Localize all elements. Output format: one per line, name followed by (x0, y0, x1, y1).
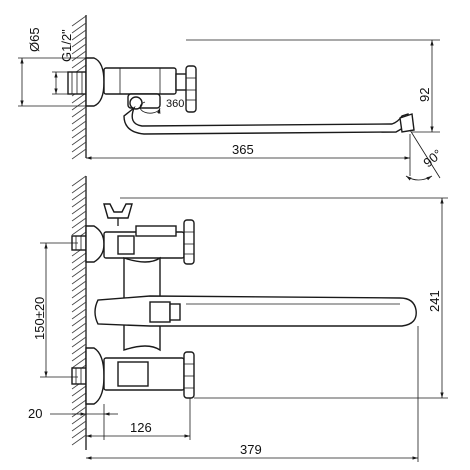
shower-holder (103, 203, 133, 226)
spout-top (123, 105, 411, 135)
wall-hatch-line (71, 329, 87, 341)
wall-hatch-line (71, 127, 87, 139)
spacing-label: 150±20 (32, 297, 47, 340)
wall-hatch-line (71, 399, 87, 411)
wall-hatch-line (71, 259, 87, 271)
wall-hatch-line (71, 266, 87, 278)
wall-hatch-line (71, 406, 87, 418)
wall-hatch-line (71, 224, 87, 236)
wall-hatch-line (71, 148, 87, 160)
wall-hatch-line (71, 315, 87, 327)
wall-hatch-line (71, 50, 87, 62)
wall-hatch-line (71, 141, 87, 153)
wall-hatch-line (71, 22, 87, 34)
wall-hatch-line (71, 43, 87, 55)
wall-hatch-line (71, 322, 87, 334)
wall-hatch-line (71, 392, 87, 404)
wall-hatch-line (71, 350, 87, 362)
wall-hatch-line (71, 434, 87, 446)
wall-hatch-line (71, 196, 87, 208)
wall-hatch-line (71, 301, 87, 313)
front-view: 150±20 241 20 126 379 (28, 175, 448, 462)
aerator-top (399, 113, 415, 133)
wall-hatch-line (71, 343, 87, 355)
wall-hatch-line (71, 182, 87, 194)
wall-hatch-line (71, 106, 87, 118)
wall-hatch-line (71, 273, 87, 285)
wall-hatch-line (71, 29, 87, 41)
wall-hatch-line (71, 420, 87, 432)
wall-hatch-line (71, 385, 87, 397)
wall-hatch-line (71, 336, 87, 348)
wall-hatch-line (71, 120, 87, 132)
handle-wheel-top (185, 65, 197, 113)
wall-hatch-line (71, 36, 87, 48)
wall-hatch-line (71, 287, 87, 299)
spout-front (94, 295, 417, 327)
mixer-body-top (103, 67, 177, 95)
escutcheon-top (85, 57, 105, 107)
diameter-label: Ø65 (27, 27, 42, 52)
wall-offset-label: 20 (28, 406, 42, 421)
wall-hatch-line (71, 210, 87, 222)
upper-escutcheon (85, 225, 105, 263)
wall-hatch-line (71, 203, 87, 215)
wall-hatch-line (71, 134, 87, 146)
wall-hatch-line (71, 113, 87, 125)
thread-label: G1/2" (59, 29, 74, 62)
wall-hatch-line (71, 189, 87, 201)
wall-hatch-line (71, 280, 87, 292)
angle-label: 90° (420, 146, 445, 170)
lower-inlet-fitting (71, 367, 87, 385)
wall-hatch-line (71, 175, 87, 187)
lower-handle-wheel (183, 351, 195, 399)
wall-hatch-line (71, 294, 87, 306)
wall-hatching-front (71, 175, 87, 450)
wall-hatch-line (71, 252, 87, 264)
wall-hatch-line (71, 308, 87, 320)
lower-escutcheon (85, 347, 105, 405)
wall-hatch-line (71, 99, 87, 111)
upper-handle-wheel (183, 219, 195, 265)
wall-hatch-line (71, 15, 87, 27)
rotation-label: 360 (166, 98, 184, 110)
wall-hatch-line (71, 427, 87, 439)
top-view: 360 Ø65 G1/2" 92 365 90° (18, 15, 445, 181)
height-241-label: 241 (427, 290, 442, 312)
mid-length-label: 126 (130, 420, 152, 435)
height-92-label: 92 (417, 88, 432, 102)
total-length-label: 379 (240, 442, 262, 457)
wall-hatch-line (71, 217, 87, 229)
wall-hatch-line (71, 57, 87, 69)
spout-length-label: 365 (232, 142, 254, 157)
wall-hatch-line (71, 357, 87, 369)
